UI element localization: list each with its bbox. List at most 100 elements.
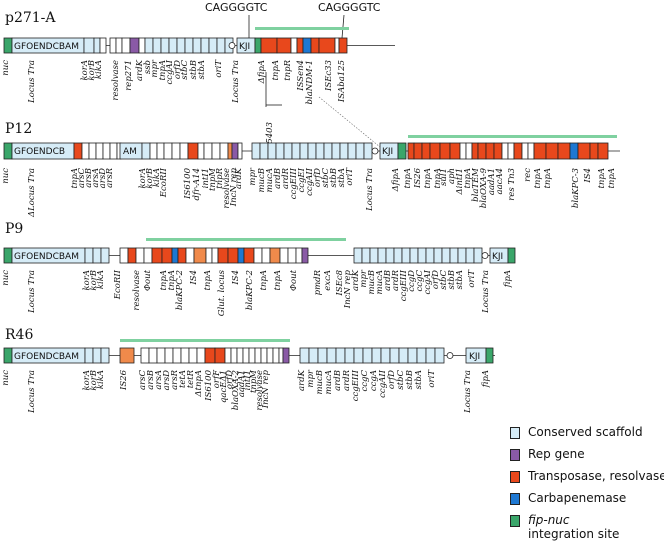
gene-label: Locus Tra <box>27 270 37 314</box>
genes-p9c-6 <box>401 247 411 264</box>
genes-p12d-19 <box>557 142 571 160</box>
gene-label: blaOXA-9 <box>479 167 489 208</box>
genes-b-11 <box>192 37 202 54</box>
genes-p9b-22 <box>301 247 309 264</box>
genes-p9b-5 <box>161 247 173 264</box>
gene-label: blaKPC-2 <box>245 270 255 310</box>
gene-label: ardK <box>351 269 361 291</box>
genes-r46c-13 <box>416 347 427 364</box>
gene-label: IncN rep <box>261 369 271 409</box>
genes-p12c-3 <box>275 142 285 160</box>
genes-p9b-9 <box>193 247 207 264</box>
gene-label: ISAba125 <box>337 60 347 103</box>
gene-label: stbA <box>337 168 347 187</box>
genes-p9b-4 <box>151 247 163 264</box>
genes-p9b-21 <box>295 247 303 264</box>
gene-label: ardK <box>297 369 307 391</box>
genes-b-12 <box>200 37 210 54</box>
genes-r46b-13 <box>242 347 250 364</box>
oriT-ring-p9 <box>481 252 489 259</box>
gene-label: ardB <box>273 168 283 189</box>
gene-label: Locus Tra <box>463 370 473 414</box>
gene-label: rep271 <box>124 60 134 91</box>
gene-label: ΔintI1 <box>455 168 465 196</box>
gene-label: tnpA <box>271 60 281 80</box>
genes-p12d-20 <box>569 142 579 160</box>
kj-box-text-r46: KJI <box>469 352 480 362</box>
legend-item-transposase: Transposase, resolvase <box>508 468 664 490</box>
gene-label: stbB <box>329 168 339 187</box>
gene-label: IS26 <box>413 167 423 189</box>
oriT-ring-p12 <box>371 147 379 155</box>
genes-b-14 <box>216 37 226 54</box>
gene-label: tnpA <box>203 270 213 290</box>
gene-label: ccgAI <box>423 269 433 294</box>
panel-title-r46: R46 <box>5 327 33 343</box>
gene-label: ccgEIII <box>289 167 299 199</box>
genes-p9c-9 <box>425 247 435 264</box>
gene-label: aacA4 <box>495 168 505 194</box>
genes-r46b-19 <box>278 347 284 364</box>
genes-p9b-10 <box>205 247 213 264</box>
gene-label: oriT <box>345 167 355 186</box>
legend-label-transposase: Transposase, resolvase <box>528 469 664 483</box>
seq-label-right: CAGGGGTC <box>318 1 381 14</box>
genes-p12a-2 <box>88 142 97 160</box>
gene-label: tnpA <box>423 168 433 188</box>
genes-p12c-0 <box>251 142 261 160</box>
gene-label: aadA1 <box>487 168 497 195</box>
gene-label: mpr <box>248 167 258 186</box>
genes-c-5 <box>310 37 320 54</box>
genes-p12b-13 <box>237 142 243 160</box>
legend-item-carbapenemase: Carbapenemase <box>508 490 664 512</box>
gene-label: arsA <box>91 168 101 188</box>
genes-p12c-7 <box>307 142 317 160</box>
gene-label: fipA <box>503 270 513 288</box>
genes-b-1 <box>115 37 123 54</box>
gene-label: oriT <box>214 59 224 78</box>
gene-label: Locus Tra <box>365 168 375 212</box>
gene-label: res Tn3 <box>507 168 517 201</box>
genes-r46b-11 <box>230 347 238 364</box>
gene-label: arsR <box>170 369 180 389</box>
genes-a-1 <box>93 37 101 54</box>
gene-label: ΔLocus Tra <box>27 168 37 218</box>
genes-p12c-6 <box>299 142 309 160</box>
genes-p9b-19 <box>279 247 289 264</box>
gene-label: Locus Tra <box>27 60 37 104</box>
gene-label: ccgAII <box>378 369 388 397</box>
genes-p12d-13 <box>507 142 515 160</box>
genes-r46c-15 <box>434 347 445 364</box>
tra-box-text-r46: GFOENDCBAM <box>14 352 79 362</box>
genes-r46b-6 <box>188 347 198 364</box>
legend-swatch-transposase <box>510 471 520 483</box>
genes-r46c-10 <box>389 347 400 364</box>
gene-label: ccgAI <box>165 59 175 84</box>
legend-label-integration: fip-nuc <box>528 513 570 527</box>
gene-label: korB <box>89 370 99 391</box>
gene-label: resolvase <box>255 370 265 411</box>
gene-label: arsB <box>84 168 94 188</box>
gene-label: ΔtnpA <box>194 370 204 398</box>
gene-label: fipA <box>481 370 491 388</box>
genes-r46b-0 <box>140 347 150 364</box>
gene-label: pmdR <box>313 269 323 295</box>
tra-box-text-p9: GFOENDCBAM <box>14 252 79 262</box>
genes-a-2 <box>99 37 107 54</box>
gene-label: aph <box>447 168 457 184</box>
gene-label: korB <box>87 60 97 81</box>
genes-c-7 <box>334 37 340 54</box>
gene-label: aadA1 <box>237 370 247 397</box>
gene-label: tnpR <box>215 167 225 188</box>
gene-label: resolvase <box>111 60 121 101</box>
genes-p9c-12 <box>449 247 459 264</box>
genes-b-9 <box>176 37 186 54</box>
gene-label: stbC <box>396 370 406 390</box>
genes-p12d-22 <box>589 142 599 160</box>
genes-r46c-8 <box>371 347 382 364</box>
gene-label: ccgC <box>360 370 370 392</box>
genes-c-0 <box>260 37 278 54</box>
genes-p9c-4 <box>385 247 395 264</box>
gene-label: ΔfipA <box>257 60 267 84</box>
genes-p9c-11 <box>441 247 451 264</box>
